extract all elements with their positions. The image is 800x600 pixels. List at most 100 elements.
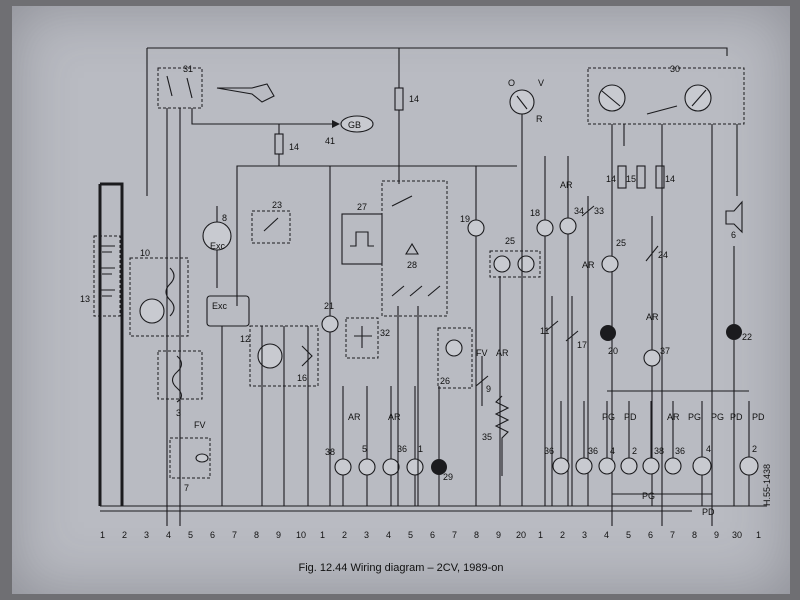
headlamp-2 [739,456,759,476]
terminal-left-19: 9 [496,530,501,540]
label-2-a: 2 [632,446,637,456]
lamp-4-a [598,457,616,475]
wire-label-pd-a: PD [624,412,637,422]
wiring-diagram: 31 30 14 41 GB 14 10 8 23 27 28 19 18 34… [80,47,772,540]
flasher-27 [341,213,383,265]
label-25-right: 25 [616,238,626,248]
terminal-left-15: 5 [408,530,413,540]
terminal-right-7: 7 [670,530,675,540]
figure-ref: H.55-1438 [762,464,772,506]
label-14-right-a: 14 [606,174,616,184]
label-4-a: 4 [610,446,615,456]
sender-16 [301,345,313,367]
lamp-36-a [552,457,570,475]
lamp-21 [321,315,339,333]
switch-9 [475,356,489,406]
label-32: 32 [380,328,390,338]
label-25-mid: 25 [505,236,515,246]
diode-icon [332,120,340,128]
gauge-label-r: R [536,114,543,124]
label-2-b: 2 [752,444,757,454]
terminal-right-8: 8 [692,530,697,540]
terminal-left-11: 1 [320,530,325,540]
label-33: 33 [594,206,604,216]
lamp-36-c [664,457,682,475]
label-10: 10 [140,248,150,258]
wire-label-pd-bottom: PD [702,507,715,517]
fuse-15 [636,165,646,189]
label-14-mid: 14 [289,142,299,152]
terminal-left-13: 3 [364,530,369,540]
gauge-label-o: O [508,78,515,88]
key-icon [216,83,275,103]
terminal-right-3: 3 [582,530,587,540]
instrument-wires [611,124,738,526]
label-30: 30 [670,64,680,74]
label-3: 3 [176,408,181,418]
lamp-2-a [620,457,638,475]
lamp-1 [406,458,424,476]
label-20: 20 [608,346,618,356]
label-17: 17 [577,340,587,350]
terminal-right-9: 9 [714,530,719,540]
label-22: 22 [742,332,752,342]
switch-32-symbol [354,326,372,348]
switch-28-contacts [391,195,441,297]
lamp-36-left [382,458,400,476]
wire-label-pg-a: PG [602,412,615,422]
resistor-35 [494,395,510,476]
lamp-38-left [334,458,352,476]
wire-label-pg-bottom: PG [642,491,655,501]
terminal-left-1: 1 [100,530,105,540]
lamp-36-b [575,457,593,475]
gauge-16 [257,343,283,369]
gauges-25-box [489,250,541,278]
terminal-right-10: 30 [732,530,742,540]
label-14-top: 14 [409,94,419,104]
headlamp-wires [612,475,750,506]
label-5: 5 [362,444,367,454]
figure-caption: Fig. 12.44 Wiring diagram – 2CV, 1989-on [298,562,504,574]
label-31: 31 [183,64,193,74]
coil-3-box [157,350,203,400]
label-27: 27 [357,202,367,212]
terminal-right-1: 1 [538,530,543,540]
terminal-left-12: 2 [342,530,347,540]
headlamp-4 [692,456,712,476]
wire-label-fv-left: FV [194,420,206,430]
label-exc-regulator: Exc [210,241,226,251]
label-15: 15 [626,174,636,184]
terminal-numbers-right: 1 2 3 4 5 6 7 8 9 30 1 [538,530,761,540]
main-supply-wire [146,47,728,196]
wire-label-ar-g: AR [667,412,680,422]
fuel-gauge [598,84,626,112]
label-14-right-b: 14 [665,174,675,184]
terminal-right-11: 1 [756,530,761,540]
label-1: 1 [418,444,423,454]
label-16: 16 [297,373,307,383]
terminal-right-5: 5 [626,530,631,540]
wire-label-ar-c: AR [496,348,509,358]
misc-vertical-wires [221,166,523,506]
lamp-19 [467,219,485,237]
bottom-lamp-wires-left [342,386,440,506]
badge-gb: GB [348,120,361,130]
label-35: 35 [482,432,492,442]
lamp-20 [600,325,616,341]
wire-label-ar-d: AR [560,180,573,190]
fuse-14-mid [274,133,284,155]
lamp-25-right [601,255,619,273]
wire-label-fv-mid: FV [476,348,488,358]
label-4-b: 4 [706,444,711,454]
lamp-22 [726,324,742,340]
switch-32-box [345,317,379,359]
label-11: 11 [540,326,549,336]
lamp-38-right [642,457,660,475]
terminal-numbers-left: 1 2 3 4 5 6 7 8 9 10 1 2 3 4 5 6 7 8 9 2… [100,530,526,540]
lamp-26 [445,339,463,357]
battery-thick-wire [98,182,124,506]
label-21: 21 [324,301,334,311]
label-34: 34 [574,206,584,216]
speedometer [684,84,712,112]
speedometer-needle [691,89,707,107]
